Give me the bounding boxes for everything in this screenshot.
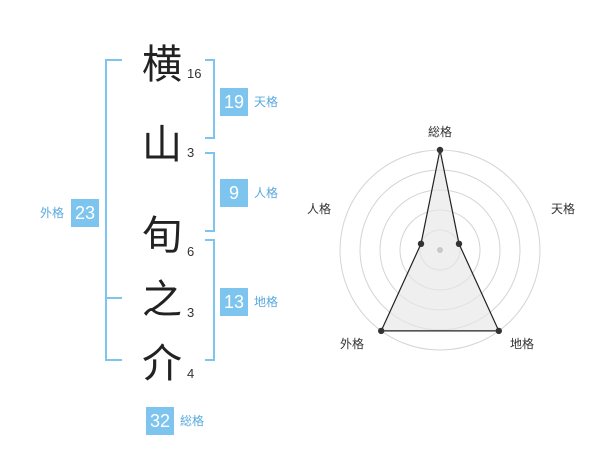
name-char-4: 之: [142, 277, 182, 323]
radar-center-dot: [437, 247, 443, 253]
chikaku-value: 13: [220, 288, 248, 316]
soukaku-label: 総格: [180, 414, 205, 428]
tenkaku-label: 天格: [254, 95, 279, 109]
gaikaku-bracket: [105, 59, 122, 361]
jinkaku-bracket: [205, 152, 215, 232]
stroke-count-5: 4: [187, 366, 195, 381]
radar-area: [380, 149, 500, 332]
radar-point-1: [436, 146, 444, 154]
tenkaku-bracket: [205, 59, 215, 139]
stroke-count-4: 3: [187, 305, 195, 320]
stroke-count-3: 6: [187, 244, 195, 259]
chikaku-label: 地格: [254, 295, 279, 309]
name-char-1: 横: [142, 42, 182, 88]
name-char-5: 介: [142, 341, 182, 387]
name-char-3: 旬: [142, 213, 182, 259]
radar-point-3: [495, 327, 502, 335]
radar-axis-label-jinkaku: 人格: [307, 202, 332, 216]
radar-point-5: [417, 240, 425, 247]
radar-points: [378, 146, 502, 335]
stroke-count-1: 16: [187, 66, 202, 81]
radar-point-4: [378, 327, 385, 335]
stroke-count-2: 3: [187, 145, 195, 160]
radar-axis-label-soukaku: 総格: [428, 125, 453, 139]
radar-axis-label-gaikaku: 外格: [340, 337, 365, 351]
radar-axis-label-chikaku: 地格: [510, 337, 535, 351]
jinkaku-label: 人格: [254, 186, 279, 200]
chikaku-bracket: [205, 239, 215, 361]
radar-axis-label-tenkaku: 天格: [551, 202, 576, 216]
name-char-2: 山: [142, 122, 182, 168]
tenkaku-value: 19: [220, 88, 248, 116]
gaikaku-value: 23: [71, 199, 99, 227]
gaikaku-label: 外格: [40, 206, 65, 220]
jinkaku-value: 9: [220, 179, 248, 207]
soukaku-value: 32: [146, 407, 174, 435]
radar-point-2: [455, 240, 463, 247]
